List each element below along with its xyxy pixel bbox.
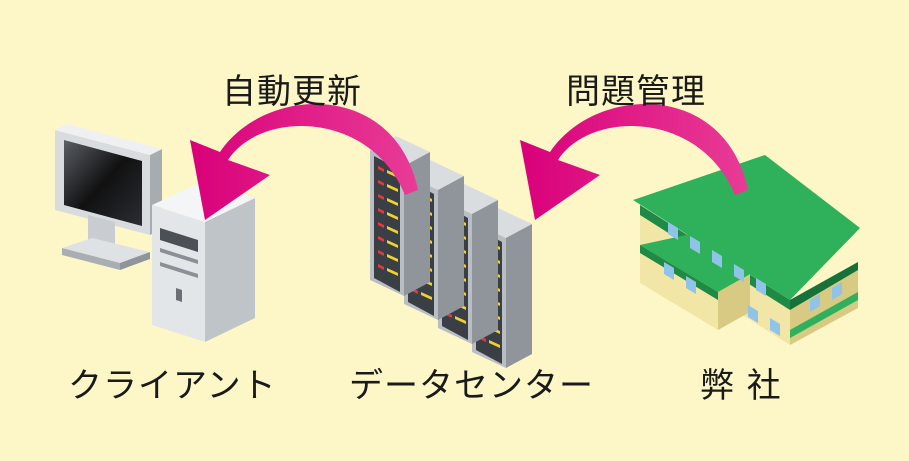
datacenter-label: データセンター bbox=[349, 366, 594, 406]
office-building-icon bbox=[633, 155, 860, 345]
auto-update-label: 自動更新 bbox=[222, 72, 362, 112]
problem-management-arrow bbox=[520, 104, 748, 220]
auto-update-arrow bbox=[190, 104, 418, 220]
desktop-computer-icon bbox=[55, 124, 255, 342]
client-label: クライアント bbox=[68, 366, 277, 406]
problem-management-label: 問題管理 bbox=[566, 72, 706, 112]
company-label: 弊 社 bbox=[700, 366, 782, 406]
